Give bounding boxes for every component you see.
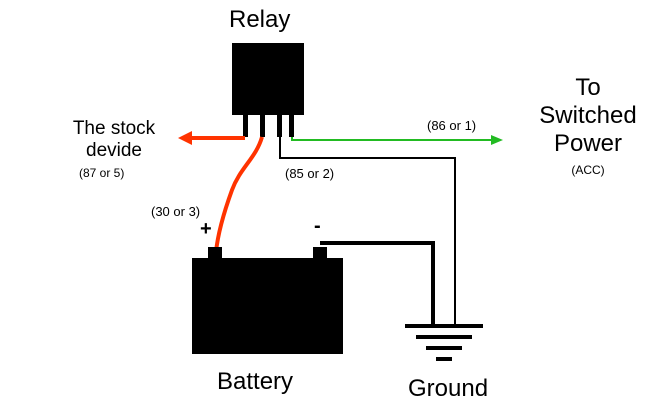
battery-negative-terminal [313,247,327,259]
stock-device-pins: (87 or 5) [79,166,125,180]
relay-body [232,43,304,115]
battery-positive-terminal [208,247,222,259]
battery-body [192,258,343,354]
stock-device-label-line2: devide [86,140,142,161]
pin-ground-label: (85 or 2) [285,166,335,181]
accessory-wire-arrowhead [491,135,503,145]
battery-plus-sign: + [200,218,212,240]
battery-label: Battery [217,368,294,395]
ground-label: Ground [408,375,489,402]
ground-wire-battery [320,241,435,325]
battery-minus-sign: - [314,215,321,237]
accessory-wire [291,137,493,141]
switched-power-line2: Switched [539,102,637,129]
relay-pin-85 [277,113,282,137]
stock-wire-arrowhead [178,131,192,145]
stock-device-label-line1: The stock [72,118,156,139]
relay-pin-30 [260,113,265,137]
stock-device-label: The stock devide [52,118,176,162]
ground-symbol [405,324,483,361]
pin-accessory-label: (86 or 1) [427,118,477,133]
switched-power-line3: Power [553,130,623,157]
battery-positive-wire [214,136,264,253]
pin-battery-label: (30 or 3) [151,204,201,219]
ground-wire-relay [279,137,456,325]
switched-power-line1: To [575,74,601,101]
relay-label: Relay [229,6,291,33]
relay-pin-86 [289,113,294,137]
switched-power-sub: (ACC) [571,163,605,177]
switched-power-label: To Switched Power [520,74,656,158]
relay-pin-87 [243,113,248,137]
